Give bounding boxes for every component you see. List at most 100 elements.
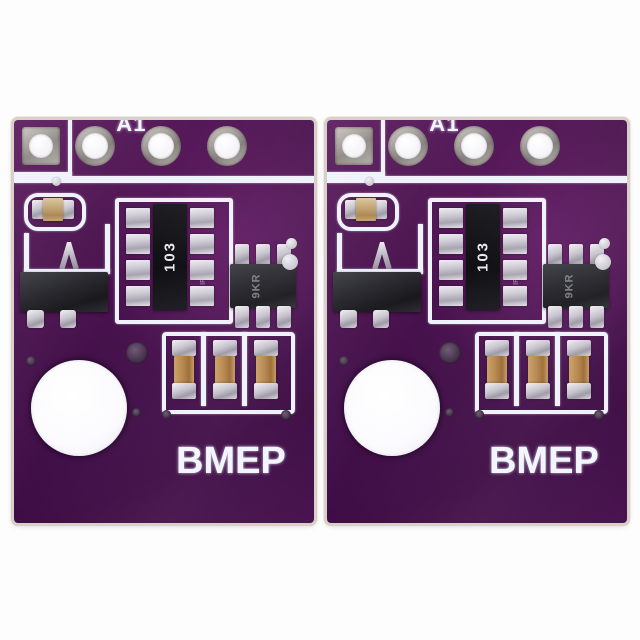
- header-hole-4: [527, 133, 553, 159]
- dip-pad-l3[interactable]: [126, 260, 150, 280]
- pcb-board-2: A1 103 IP 9KR: [327, 120, 627, 523]
- component-capacitor-top: [43, 198, 63, 221]
- solder-pad-ic-b2: [256, 306, 270, 328]
- dip-pad-l3[interactable]: [439, 260, 463, 280]
- component-dip-switch[interactable]: 103: [153, 204, 187, 310]
- solder-pad-cap2-top: [213, 340, 237, 356]
- header-hole-2: [395, 133, 421, 159]
- solder-pad-ic-b1: [548, 306, 562, 328]
- dip-pad-r4[interactable]: [190, 286, 214, 306]
- component-capacitor-bottom-3: [569, 356, 589, 384]
- solder-pad-ic-b3: [590, 306, 604, 328]
- header-hole-1: [342, 134, 366, 158]
- dip-pad-l4[interactable]: [439, 286, 463, 306]
- silk-small-marking: IP: [199, 278, 207, 285]
- solder-pad-transistor-bl: [27, 310, 44, 328]
- dip-switch-marking: 103: [161, 240, 179, 273]
- header-pad-1-square[interactable]: [335, 127, 373, 165]
- silk-label-brand: BMEP: [489, 440, 599, 482]
- component-capacitor-top: [356, 198, 376, 221]
- silk-outline-cap-top: [337, 193, 399, 231]
- silk-label-A1: A1: [429, 120, 460, 136]
- solder-joint-transistor-center: [372, 242, 392, 269]
- silk-outline-dipswitch: [115, 198, 233, 324]
- silk-trace-transistor-top: [337, 269, 423, 274]
- silk-trace-left-down: [24, 233, 29, 273]
- header-pad-4[interactable]: [520, 126, 560, 166]
- header-hole-2: [82, 133, 108, 159]
- silk-outline-caps-bottom: [475, 332, 608, 414]
- dip-pad-r1[interactable]: [190, 208, 214, 228]
- dip-pad-r3[interactable]: [503, 260, 527, 280]
- component-dip-switch[interactable]: 103: [466, 204, 500, 310]
- solder-joint-transistor-center: [59, 242, 79, 269]
- header-hole-4: [214, 133, 240, 159]
- solder-pad-cap3-bottom: [567, 383, 591, 399]
- solder-pad-cap2-bottom: [213, 383, 237, 399]
- dip-pad-l4[interactable]: [126, 286, 150, 306]
- silk-trace-horizontal-bus: [14, 176, 314, 183]
- dip-pad-r1[interactable]: [503, 208, 527, 228]
- solder-pad-ic-t2: [569, 244, 583, 266]
- header-pad-2[interactable]: [388, 126, 428, 166]
- ic-right-marking: 9KR: [250, 273, 263, 299]
- ic-right-marking: 9KR: [563, 273, 576, 299]
- silk-trace-transistor-top: [24, 269, 110, 274]
- solder-pad-cap1-top: [485, 340, 509, 356]
- header-hole-3: [148, 133, 174, 159]
- header-pad-2[interactable]: [75, 126, 115, 166]
- silk-divider-caps-1: [514, 332, 519, 406]
- solder-pad-cap1-bottom: [172, 383, 196, 399]
- dip-pad-l2[interactable]: [126, 234, 150, 254]
- header-pad-1-square[interactable]: [22, 127, 60, 165]
- solder-pad-transistor-br: [60, 310, 76, 328]
- dip-pad-r2[interactable]: [503, 234, 527, 254]
- component-ic-right: 9KR: [543, 264, 609, 308]
- dip-pad-r4[interactable]: [503, 286, 527, 306]
- header-pad-4[interactable]: [207, 126, 247, 166]
- mounting-hole: [31, 360, 127, 456]
- mounting-hole: [344, 360, 440, 456]
- via-bus: [52, 177, 61, 186]
- pcb-board-1: A1 103 IP: [14, 120, 314, 523]
- silk-label-A1: A1: [116, 120, 147, 136]
- component-capacitor-bottom-3: [256, 356, 276, 384]
- via-bottom-mid2: [162, 410, 171, 419]
- dip-pad-r3[interactable]: [190, 260, 214, 280]
- solder-pad-ic-b3: [277, 306, 291, 328]
- via-bottom-right: [281, 410, 291, 420]
- via-right-top: [286, 238, 297, 249]
- component-led-or-sensor: [439, 342, 461, 364]
- component-led-or-sensor: [126, 342, 148, 364]
- silk-trace-transistor-right: [418, 224, 423, 274]
- via-bottom-mid2: [475, 410, 484, 419]
- via-bottom-mid: [132, 408, 141, 417]
- dip-pad-l2[interactable]: [439, 234, 463, 254]
- silk-small-marking: IP: [512, 278, 520, 285]
- solder-pad-cap2-top: [526, 340, 550, 356]
- via-bottom-left: [26, 356, 36, 366]
- solder-pad-cap2-bottom: [526, 383, 550, 399]
- dip-pad-l1[interactable]: [439, 208, 463, 228]
- header-pad-3[interactable]: [141, 126, 181, 166]
- solder-pad-ic-t1: [235, 244, 249, 266]
- silk-trace-left-down: [337, 233, 342, 273]
- solder-pad-cap3-top: [254, 340, 278, 356]
- component-capacitor-bottom-1: [174, 356, 194, 384]
- component-capacitor-bottom-2: [215, 356, 235, 384]
- solder-pad-cap1-bottom: [485, 383, 509, 399]
- silk-divider-caps-2: [242, 332, 247, 406]
- silk-trace-vert-left: [381, 120, 385, 176]
- dip-pad-r2[interactable]: [190, 234, 214, 254]
- via-right-mid: [282, 254, 298, 270]
- dip-pad-l1[interactable]: [126, 208, 150, 228]
- silk-trace-top-left: [327, 172, 385, 176]
- silk-label-brand: BMEP: [176, 440, 286, 482]
- solder-pad-cap-top-right: [61, 200, 74, 219]
- solder-pad-cap3-top: [567, 340, 591, 356]
- via-bus: [365, 177, 374, 186]
- header-hole-1: [29, 134, 53, 158]
- solder-pad-cap-top-left: [345, 200, 358, 219]
- header-pad-3[interactable]: [454, 126, 494, 166]
